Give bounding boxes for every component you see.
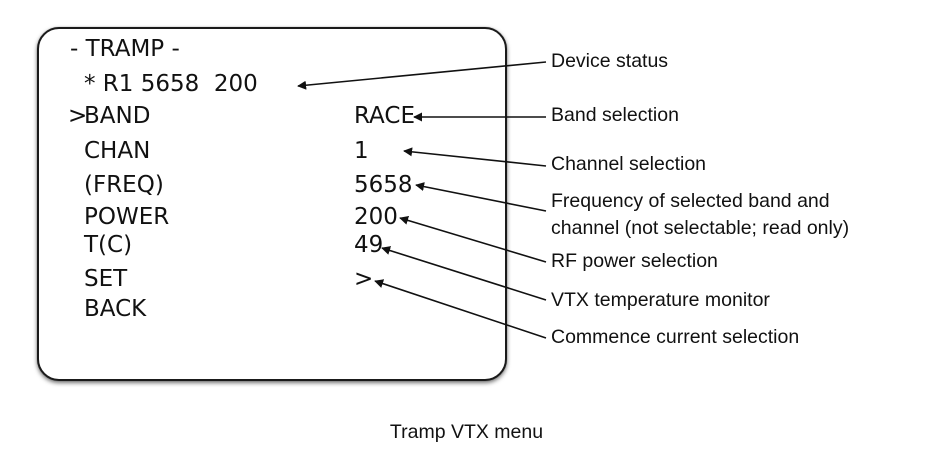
arrow-channel <box>403 147 547 167</box>
label-vtx-temp: VTX temperature monitor <box>551 289 770 311</box>
osd-label-power: POWER <box>84 204 170 230</box>
osd-value-power: 200 <box>354 204 398 230</box>
osd-label-back: BACK <box>84 296 147 322</box>
label-channel-selection: Channel selection <box>551 153 707 175</box>
osd-label-chan: CHAN <box>84 138 151 164</box>
osd-screen <box>37 27 507 381</box>
osd-value-chan: 1 <box>354 138 369 164</box>
label-device-status: Device status <box>551 50 669 72</box>
label-commence: Commence current selection <box>551 326 800 348</box>
osd-value-temp: 49 <box>354 232 384 258</box>
arrow-rf-power <box>399 216 547 263</box>
osd-value-set: > <box>354 266 374 292</box>
arrow-device-status <box>297 61 547 90</box>
osd-label-set: SET <box>84 266 128 292</box>
label-band-selection: Band selection <box>551 104 679 126</box>
osd-label-freq: (FREQ) <box>84 172 164 198</box>
arrow-commence <box>374 279 547 339</box>
osd-label-temp: T(C) <box>84 232 133 258</box>
label-frequency-line1: Frequency of selected band and <box>551 190 830 212</box>
arrow-frequency <box>415 182 547 212</box>
label-rf-power: RF power selection <box>551 250 718 272</box>
osd-cursor: > <box>68 103 88 129</box>
arrow-vtx-temp <box>381 246 547 301</box>
osd-value-band: RACE <box>354 103 415 129</box>
figure-caption: Tramp VTX menu <box>389 421 544 443</box>
osd-label-band: BAND <box>84 103 151 129</box>
label-frequency-line2: channel (not selectable; read only) <box>551 217 850 239</box>
osd-status-line: * R1 5658 200 <box>84 71 258 97</box>
osd-title: - TRAMP - <box>70 36 180 62</box>
osd-value-freq: 5658 <box>354 172 413 198</box>
